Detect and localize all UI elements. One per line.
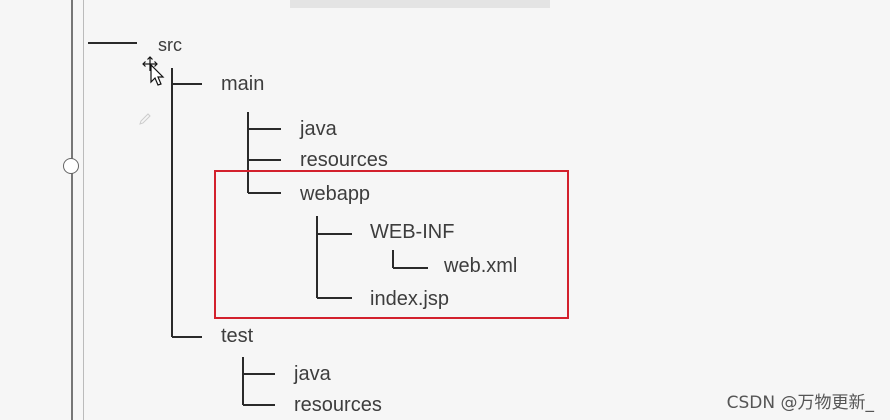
index-jsp-label: index.jsp — [370, 288, 449, 310]
web-xml-label: web.xml — [444, 255, 518, 277]
main-java-label: java — [300, 118, 337, 140]
webapp-label: webapp — [300, 183, 371, 205]
test-label: test — [221, 325, 254, 347]
main-resources-label: resources — [300, 149, 388, 171]
resize-handle[interactable] — [63, 158, 79, 174]
top-partial-text-remnant — [290, 0, 550, 8]
test-java-label: java — [294, 363, 331, 385]
webapp-highlight-box — [214, 170, 569, 319]
watermark: CSDN @万物更新_ — [726, 393, 874, 413]
move-cursor-icon — [142, 56, 165, 86]
src-label: src — [158, 35, 182, 55]
main-label: main — [221, 73, 265, 95]
web-inf-label: WEB-INF — [370, 221, 455, 243]
pencil-icon — [139, 113, 151, 125]
test-resources-label: resources — [294, 394, 382, 416]
left-frame-border — [71, 0, 73, 420]
left-frame-inner-border — [83, 0, 84, 420]
